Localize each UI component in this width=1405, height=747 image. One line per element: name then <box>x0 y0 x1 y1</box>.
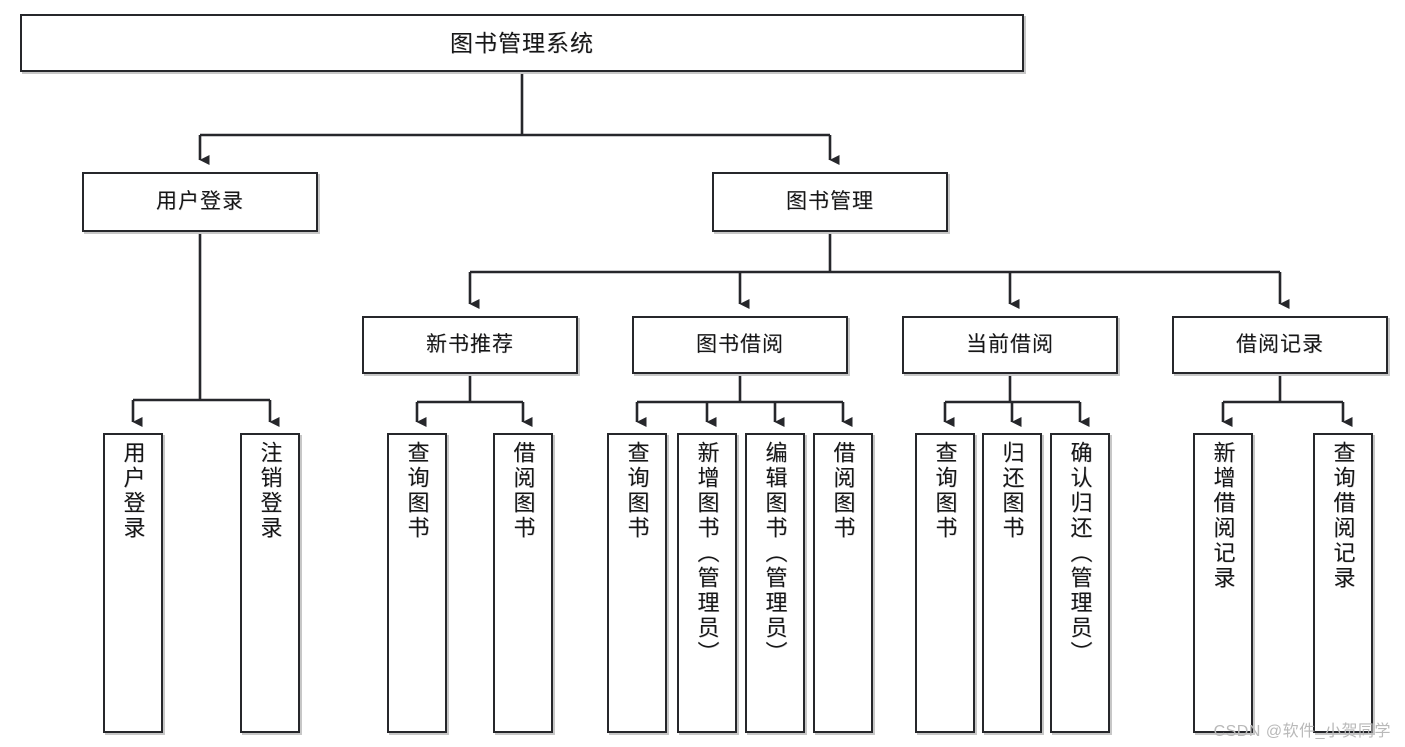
node-label: 借阅记录 <box>1236 332 1324 356</box>
node-label: 图书管理系统 <box>450 29 594 56</box>
node-label: 图书借阅 <box>696 332 784 356</box>
node-label: 确认归还（管理员） <box>1067 441 1093 666</box>
node-label: 归还图书 <box>999 441 1025 541</box>
node-label: 查询图书 <box>404 441 430 541</box>
leaf-user-login[interactable]: 用户登录 <box>103 433 163 733</box>
node-current-borrow[interactable]: 当前借阅 <box>902 316 1118 374</box>
leaf-recommend-borrow-book[interactable]: 借阅图书 <box>493 433 553 733</box>
leaf-record-query-borrow-record[interactable]: 查询借阅记录 <box>1313 433 1373 733</box>
leaf-borrow-do-borrow-book[interactable]: 借阅图书 <box>813 433 873 733</box>
node-label: 注销登录 <box>257 441 283 541</box>
leaf-borrow-edit-book-admin[interactable]: 编辑图书（管理员） <box>745 433 805 733</box>
node-label: 借阅图书 <box>830 441 856 541</box>
node-label: 新增借阅记录 <box>1210 441 1236 591</box>
node-book-manage[interactable]: 图书管理 <box>712 172 948 232</box>
watermark-text: CSDN @软件_小贺同学 <box>1213 723 1391 740</box>
node-label: 编辑图书（管理员） <box>762 441 788 666</box>
leaf-current-confirm-return-admin[interactable]: 确认归还（管理员） <box>1050 433 1110 733</box>
node-label: 用户登录 <box>120 441 146 541</box>
leaf-borrow-query-book[interactable]: 查询图书 <box>607 433 667 733</box>
node-label: 查询图书 <box>624 441 650 541</box>
node-label: 新书推荐 <box>426 332 514 356</box>
node-root-system[interactable]: 图书管理系统 <box>20 14 1024 72</box>
leaf-current-return-book[interactable]: 归还图书 <box>982 433 1042 733</box>
node-label: 查询图书 <box>932 441 958 541</box>
node-user-login[interactable]: 用户登录 <box>82 172 318 232</box>
node-book-borrow[interactable]: 图书借阅 <box>632 316 848 374</box>
leaf-borrow-add-book-admin[interactable]: 新增图书（管理员） <box>677 433 737 733</box>
node-label: 当前借阅 <box>966 332 1054 356</box>
node-new-book-recommend[interactable]: 新书推荐 <box>362 316 578 374</box>
leaf-record-add-borrow-record[interactable]: 新增借阅记录 <box>1193 433 1253 733</box>
node-borrow-record[interactable]: 借阅记录 <box>1172 316 1388 374</box>
node-label: 图书管理 <box>786 189 874 213</box>
leaf-recommend-query-book[interactable]: 查询图书 <box>387 433 447 733</box>
node-label: 用户登录 <box>156 189 244 213</box>
node-label: 查询借阅记录 <box>1330 441 1356 591</box>
node-label: 新增图书（管理员） <box>694 441 720 666</box>
node-label: 借阅图书 <box>510 441 536 541</box>
leaf-user-logout[interactable]: 注销登录 <box>240 433 300 733</box>
leaf-current-query-book[interactable]: 查询图书 <box>915 433 975 733</box>
